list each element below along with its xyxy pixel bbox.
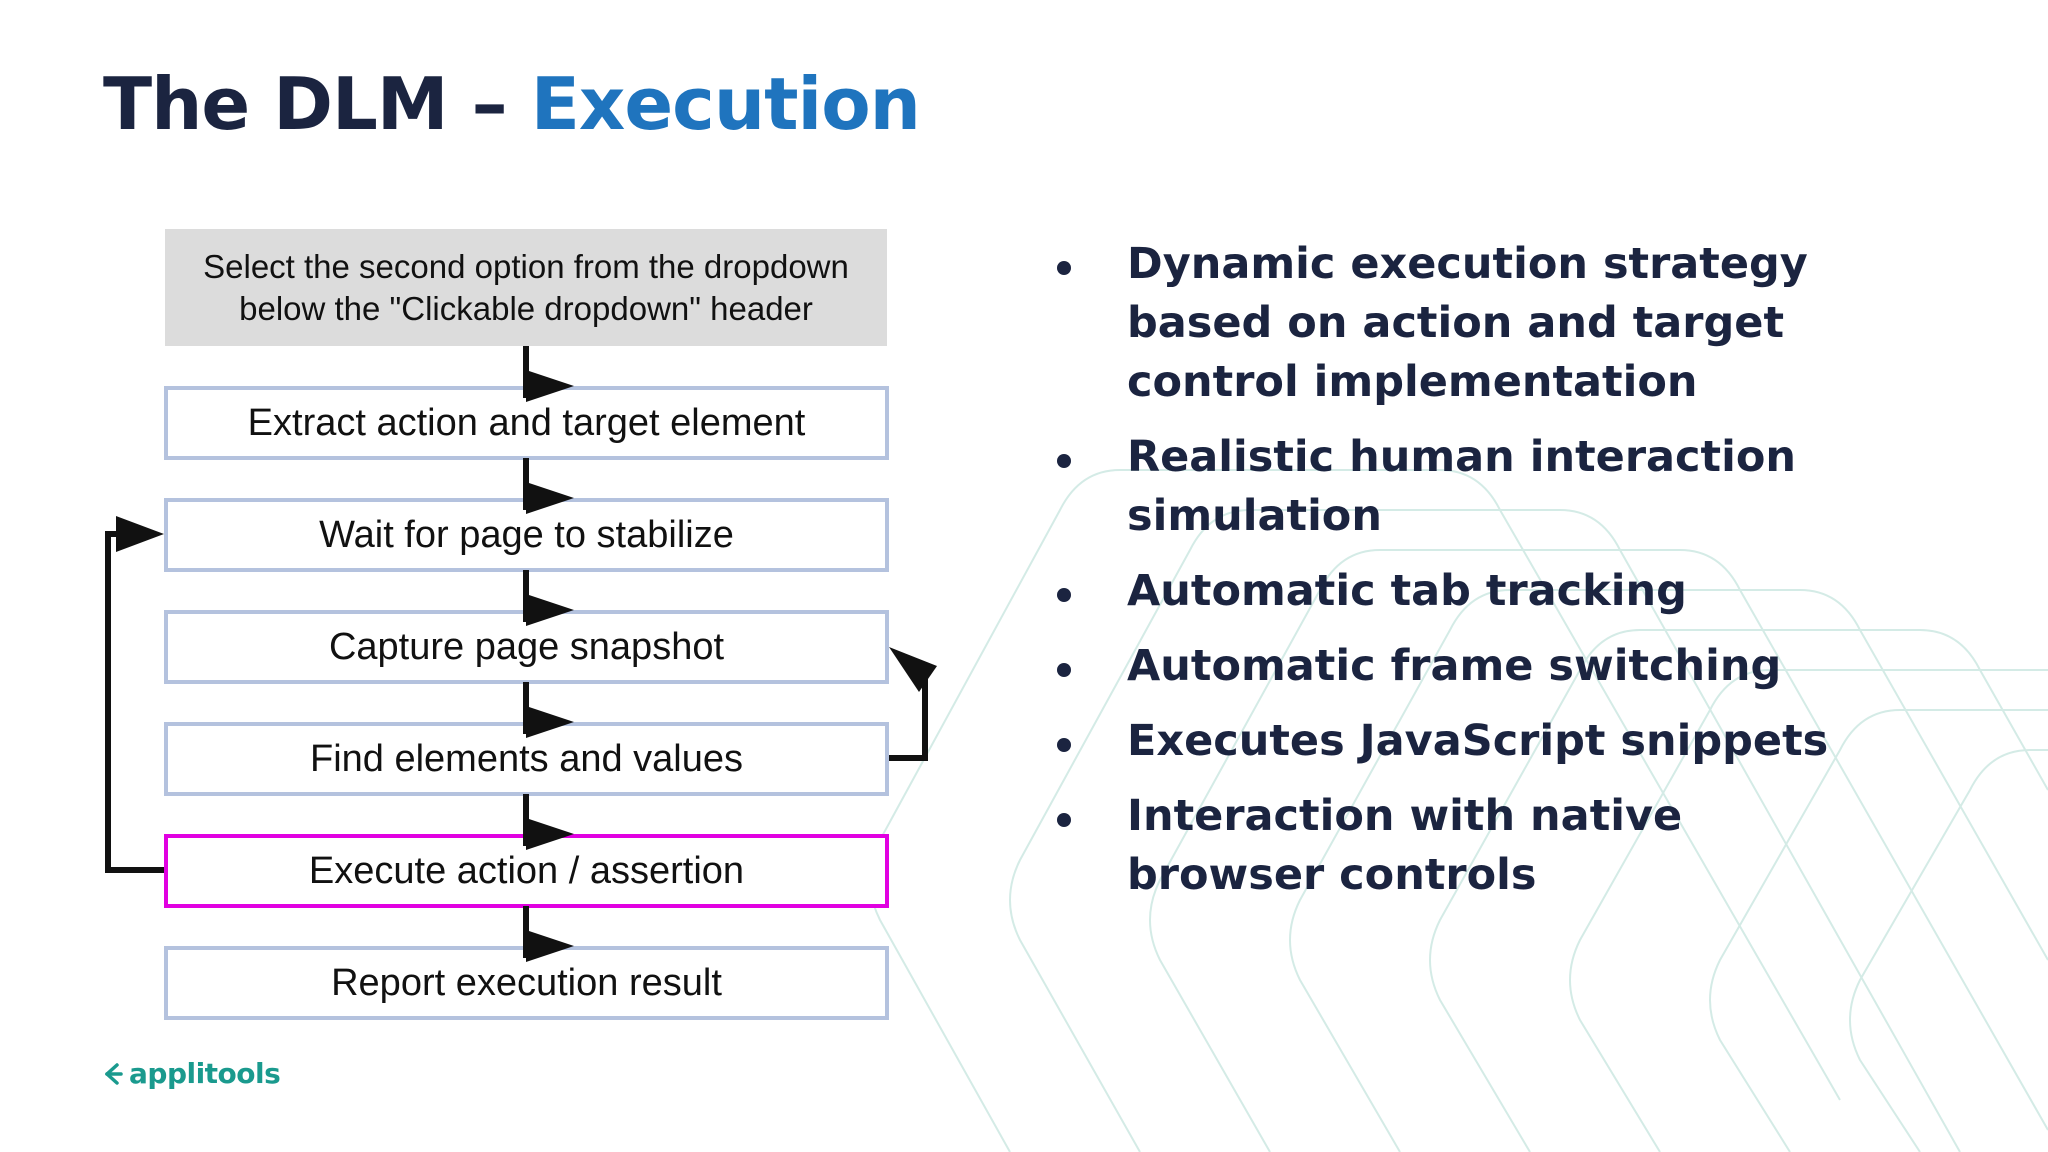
applitools-logo-icon [105, 1062, 123, 1085]
feature-item: Interaction with native browser controls [1050, 787, 1850, 905]
arrowhead-report [526, 930, 574, 962]
arrowhead-wait [526, 482, 574, 514]
logo-text: applitools [129, 1057, 281, 1090]
bullet-dot-icon [1057, 813, 1071, 827]
arrowhead-loop-capture [889, 647, 937, 692]
bullet-dot-icon [1057, 738, 1071, 752]
feature-text: Realistic human interaction simulation [1127, 432, 1796, 541]
feature-item: Dynamic execution strategy based on acti… [1050, 235, 1850, 412]
title-accent: Execution [530, 62, 921, 146]
bullet-dot-icon [1057, 588, 1071, 602]
flow-request-box: Select the second option from the dropdo… [165, 229, 887, 346]
feature-text: Executes JavaScript snippets [1127, 716, 1829, 766]
feature-text: Interaction with native browser controls [1127, 791, 1683, 900]
feature-text: Automatic frame switching [1127, 641, 1782, 691]
arrowhead-execute [526, 818, 574, 850]
bullet-dot-icon [1057, 261, 1071, 275]
feature-item: Automatic tab tracking [1050, 562, 1850, 621]
bullet-dot-icon [1057, 663, 1071, 677]
arrowhead-loop-wait [116, 516, 164, 552]
arrowhead-extract [526, 370, 574, 402]
loop-line-execute-to-wait [105, 531, 164, 873]
title-main: The DLM – [103, 62, 508, 146]
applitools-logo: applitools [103, 1057, 281, 1090]
bullet-dot-icon [1057, 454, 1071, 468]
feature-item: Realistic human interaction simulation [1050, 428, 1850, 546]
feature-text: Dynamic execution strategy based on acti… [1127, 239, 1808, 407]
loop-line-find-to-capture [889, 676, 928, 761]
arrowhead-find [526, 706, 574, 738]
slide-title: The DLM – Execution [103, 62, 921, 146]
arrowhead-capture [526, 594, 574, 626]
feature-text: Automatic tab tracking [1127, 566, 1687, 616]
feature-item: Executes JavaScript snippets [1050, 712, 1850, 771]
feature-item: Automatic frame switching [1050, 637, 1850, 696]
feature-list: Dynamic execution strategy based on acti… [1050, 235, 1850, 921]
flow-step-find: Find elements and values [164, 722, 889, 796]
